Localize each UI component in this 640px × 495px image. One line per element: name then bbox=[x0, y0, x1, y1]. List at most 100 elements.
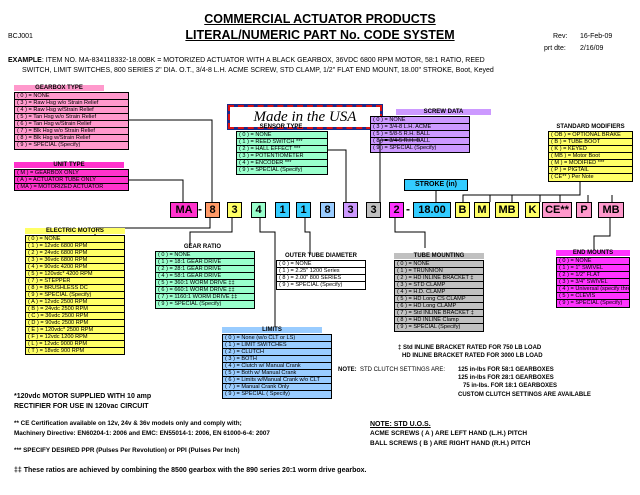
code-gear-ratio: 4 bbox=[251, 202, 266, 218]
list-item: ( 3 ) = BOTH bbox=[223, 356, 331, 363]
list-item: ( 9 ) = SPECIAL (Specify) bbox=[239, 167, 303, 173]
code-end-mount: 2 bbox=[389, 202, 404, 218]
list-item: ( A ) = 12vdc 2500 RPM bbox=[26, 299, 124, 306]
code-modifier-b: B bbox=[455, 202, 470, 218]
list-item: ( 4 ) = Universal (specify thread) bbox=[557, 286, 629, 293]
note-label: NOTE: bbox=[338, 367, 357, 373]
list-item: ( D ) = 90vdc 2500 RPM bbox=[26, 320, 124, 327]
list-item: ( 7 ) = Std INLINE BRACKET ‡ bbox=[395, 310, 483, 317]
std-modifiers-title: STANDARD MODIFIERS bbox=[556, 124, 625, 130]
list-item: ( F ) = 12vdc 1200 RPM bbox=[26, 334, 124, 341]
list-item: ( 1 ) = 18:1 GEAR DRIVE bbox=[156, 259, 254, 266]
list-item: ( 3 ) = STD CLAMP bbox=[395, 282, 483, 289]
limits-table: ( 0 ) = None (w/o CLT or LS) ( 1 ) = LIM… bbox=[222, 334, 332, 399]
code-outer-tube: 1 bbox=[296, 202, 311, 218]
example-line-2: SWITCH, LIMIT SWITCHES, 800 SERIES 2" DI… bbox=[22, 67, 494, 74]
list-item: ( 0 ) = NONE bbox=[15, 93, 128, 100]
list-item: ( 5 ) = CLEVIS bbox=[557, 293, 629, 300]
outer-tube-title: OUTER TUBE DIAMETER bbox=[285, 253, 357, 259]
list-item: ( 7 ) = STEPPER bbox=[26, 278, 124, 285]
list-item: ( 5 ) = Tan Hsg w/o Strain Relief bbox=[15, 114, 128, 121]
list-item: ( 0 ) = NONE bbox=[557, 258, 629, 265]
std-modifiers-table: ( OB ) = OPTIONAL BRAKE ( B ) = TUBE BOO… bbox=[548, 131, 633, 182]
outer-tube-table: ( 0 ) = NONE ( 1 ) = 2.25" 1200 Series (… bbox=[276, 260, 366, 290]
list-item: ( 4 ) = ENCODER *** bbox=[237, 160, 327, 167]
list-item: ( 0 ) = NONE bbox=[371, 117, 469, 124]
clutch-setting-1: 125 in-lbs FOR 58:1 GEARBOXES bbox=[458, 367, 554, 373]
end-mounts-title: END MOUNTS bbox=[556, 250, 630, 256]
list-item: ( 9 ) = SPECIAL (Specify) bbox=[158, 301, 222, 307]
list-item: ( 8 ) = 3/4-5 R.H. BALL bbox=[371, 138, 469, 145]
sensor-type-title: SENSOR TYPE bbox=[259, 124, 303, 130]
list-item: ( T ) = 18vdc 900 RPM bbox=[28, 348, 85, 354]
list-item: ( 9 ) = SPECIAL (Specify) bbox=[397, 324, 461, 330]
gearbox-type-table: ( 0 ) = NONE ( 3 ) = Raw Hsg w/o Strain … bbox=[14, 92, 129, 150]
unit-type-table: ( M ) = GEARBOX ONLY ( A ) = ACTUATOR TU… bbox=[14, 169, 129, 191]
code-gearbox-type: 8 bbox=[205, 202, 220, 218]
list-item: ( 5 ) = Both w/ Manual Crank bbox=[223, 370, 331, 377]
page-title: COMMERCIAL ACTUATOR PRODUCTS bbox=[204, 12, 436, 26]
example-line-1: EXAMPLE: ITEM NO. MA-834118332-18.00BK =… bbox=[8, 56, 485, 65]
list-item: ( 8 ) = 2.00" 800 SERIES bbox=[277, 275, 365, 282]
list-item: ( E ) = 120vdc* 2500 RPM bbox=[26, 327, 124, 334]
code-tube-mounting: 3 bbox=[366, 202, 381, 218]
list-item: ( 6 ) = HD Long CLAMP bbox=[395, 303, 483, 310]
bracket-note-2: HD INLINE BRACKET RATED FOR 3000 LB LOAD bbox=[402, 353, 543, 359]
list-item: ( 2 ) = CLUTCH bbox=[223, 349, 331, 356]
example-text-1: : ITEM NO. MA-834118332-18.00BK = MOTORI… bbox=[41, 57, 485, 64]
gear-ratio-table: ( 0 ) = NONE ( 1 ) = 18:1 GEAR DRIVE ( 2… bbox=[155, 251, 255, 309]
list-item: ( 0 ) = None (w/o CLT or LS) bbox=[223, 335, 331, 342]
rev-date: 16-Feb-09 bbox=[580, 33, 613, 40]
list-item: ( 0 ) = NONE bbox=[237, 132, 327, 139]
prt-label: prt dte: bbox=[544, 45, 566, 52]
list-item: ( 7 ) = Blk Hsg w/o Strain Relief bbox=[15, 128, 128, 135]
list-item: ( 6 ) = Limits w/Manual Crank w/o CLT bbox=[223, 377, 331, 384]
clutch-setting-3: 75 in-lbs. FOR 18:1 GEARBOXES bbox=[463, 383, 558, 389]
page-subtitle: LITERAL/NUMERIC PART No. CODE SYSTEM bbox=[185, 28, 455, 42]
list-item: ( K ) = KEYED bbox=[549, 146, 632, 153]
list-item: ( 4 ) = 58:1 GEAR DRIVE bbox=[156, 273, 254, 280]
list-item: ( 9 ) = SPECIAL (Specify) bbox=[26, 292, 124, 299]
sensor-type-table: ( 0 ) = NONE ( 1 ) = REED SWITCH *** ( 2… bbox=[236, 131, 328, 175]
end-mounts-table: ( 0 ) = NONE ( 1 ) = 1" SWIVEL ( 2 ) = 1… bbox=[556, 257, 630, 308]
list-item: ( CE** ) Per Note bbox=[551, 174, 594, 180]
acme-note: ACME SCREWS ( A ) ARE LEFT HAND (L.H.) P… bbox=[370, 430, 528, 437]
list-item: ( 1 ) = TRUNNION bbox=[395, 268, 483, 275]
code-modifier-mb: MB bbox=[495, 202, 519, 218]
list-item: ( 4 ) = Clutch w/ Manual Crank bbox=[223, 363, 331, 370]
code-dash-2: - bbox=[406, 202, 410, 216]
banner-text: Made in the USA bbox=[253, 109, 357, 125]
screw-data-title: SCREW DATA bbox=[396, 109, 491, 115]
code-modifier-mb-2: MB bbox=[598, 202, 624, 218]
list-item: ( MA ) = MOTORIZED ACTUATOR bbox=[17, 184, 104, 190]
motor-note-2: RECTIFIER FOR USE IN 120vac CIRCUIT bbox=[14, 403, 149, 410]
clutch-settings-label: STD CLUTCH SETTINGS ARE: bbox=[360, 367, 446, 373]
list-item: ( 9 ) = SPECIAL (Specify) bbox=[559, 300, 623, 306]
screw-data-table: ( 0 ) = NONE ( 3 ) = 3/4-8 L.H. ACME ( 5… bbox=[370, 116, 470, 153]
list-item: ( 1 ) = 1" SWIVEL bbox=[557, 265, 629, 272]
gearbox-type-title: GEARBOX TYPE bbox=[14, 85, 104, 91]
list-item: ( 4 ) = H.D. CLAMP bbox=[395, 289, 483, 296]
list-item: ( 3 ) = 3/4-8 L.H. ACME bbox=[371, 124, 469, 131]
gear-ratio-title: GEAR RATIO bbox=[183, 244, 222, 250]
list-item: ( 5 ) = 360:1 WORM DRIVE ‡‡ bbox=[156, 280, 254, 287]
list-item: ( 2 ) = 28:1 GEAR DRIVE bbox=[156, 266, 254, 273]
list-item: ( 1 ) = LIMIT SWITCHES bbox=[223, 342, 331, 349]
list-item: ( 0 ) = NONE bbox=[277, 261, 365, 268]
list-item: ( 2 ) = 24vdc 6800 RPM bbox=[26, 250, 124, 257]
list-item: ( 8 ) = HD INLINE Clamp bbox=[395, 317, 483, 324]
rev-label: Rev: bbox=[553, 33, 568, 40]
list-item: ( MB ) = Motor Boot bbox=[549, 153, 632, 160]
prt-date: 2/16/09 bbox=[580, 45, 604, 52]
list-item: ( 3 ) = 3/4" SWIVEL bbox=[557, 279, 629, 286]
list-item: ( P ) = PIGTAIL bbox=[549, 167, 632, 174]
list-item: ( 9 ) = SPECIAL (Specify) bbox=[279, 282, 343, 288]
list-item: ( 4 ) = 90vdc 4200 RPM bbox=[26, 264, 124, 271]
list-item: ( 5 ) = 120vdc* 4200 RPM bbox=[26, 271, 124, 278]
list-item: ( 7 ) = 1160:1 WORM DRIVE ‡‡ bbox=[156, 294, 254, 301]
electric-motors-title: ELECTRIC MOTORS bbox=[25, 228, 125, 234]
list-item: ( 9 ) = SPECIAL (Specify) bbox=[373, 145, 437, 151]
code-screw-data: 3 bbox=[343, 202, 358, 218]
list-item: ( M ) = GEARBOX ONLY bbox=[15, 170, 128, 177]
